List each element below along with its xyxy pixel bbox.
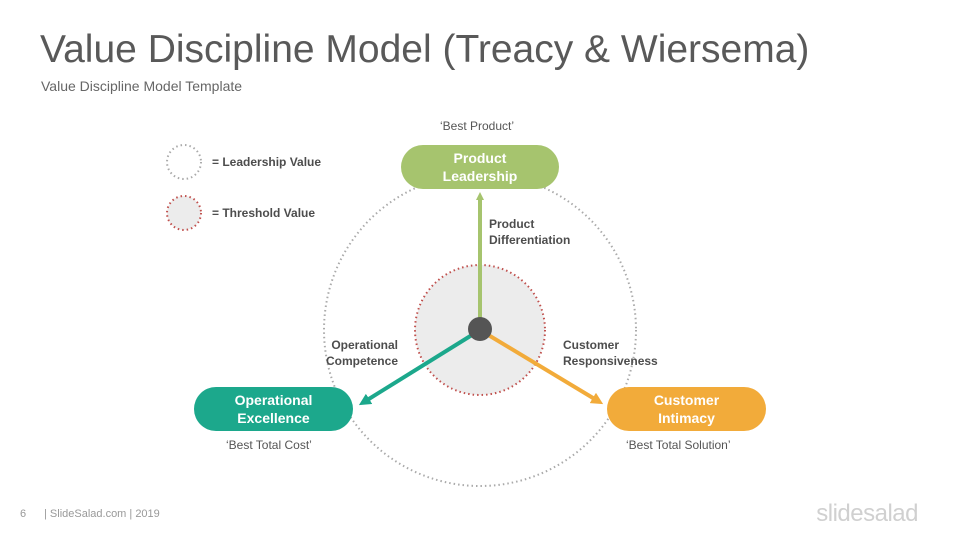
- customer-intimacy-node: Customer Intimacy: [607, 387, 766, 431]
- threshold-legend-icon: [166, 195, 202, 231]
- product-leadership-node: Product Leadership: [401, 145, 559, 189]
- operational-node-line1: Operational: [234, 392, 313, 408]
- operational-quote: ‘Best Total Cost’: [226, 438, 312, 452]
- customer-arrow-label: Customer Responsiveness: [563, 338, 658, 368]
- product-node-line1: Product: [453, 150, 507, 166]
- customer-quote: ‘Best Total Solution’: [626, 438, 731, 452]
- operational-arrow-label: Operational Competence: [325, 338, 398, 368]
- product-quote: ‘Best Product’: [440, 119, 515, 133]
- slidesalad-logo: slidesalad: [816, 500, 918, 527]
- page-number: 6: [20, 508, 27, 520]
- product-arrow-label: Product Differentiation: [489, 217, 571, 247]
- footer-credit: | SlideSalad.com | 2019: [44, 508, 160, 520]
- operational-excellence-node: Operational Excellence: [194, 387, 353, 431]
- customer-node-line2: Intimacy: [658, 410, 715, 426]
- operational-arrow: [358, 328, 482, 406]
- customer-node-line1: Customer: [653, 392, 720, 408]
- operational-node-line2: Excellence: [237, 410, 310, 426]
- page-title: Value Discipline Model (Treacy & Wiersem…: [40, 28, 810, 71]
- leadership-legend-icon: [166, 144, 202, 180]
- product-node-line2: Leadership: [442, 168, 518, 184]
- page-subtitle: Value Discipline Model Template: [41, 78, 243, 94]
- center-hub: [468, 317, 492, 341]
- threshold-legend-label: = Threshold Value: [212, 206, 316, 220]
- customer-arrow: [478, 328, 604, 405]
- leadership-legend-label: = Leadership Value: [212, 155, 322, 169]
